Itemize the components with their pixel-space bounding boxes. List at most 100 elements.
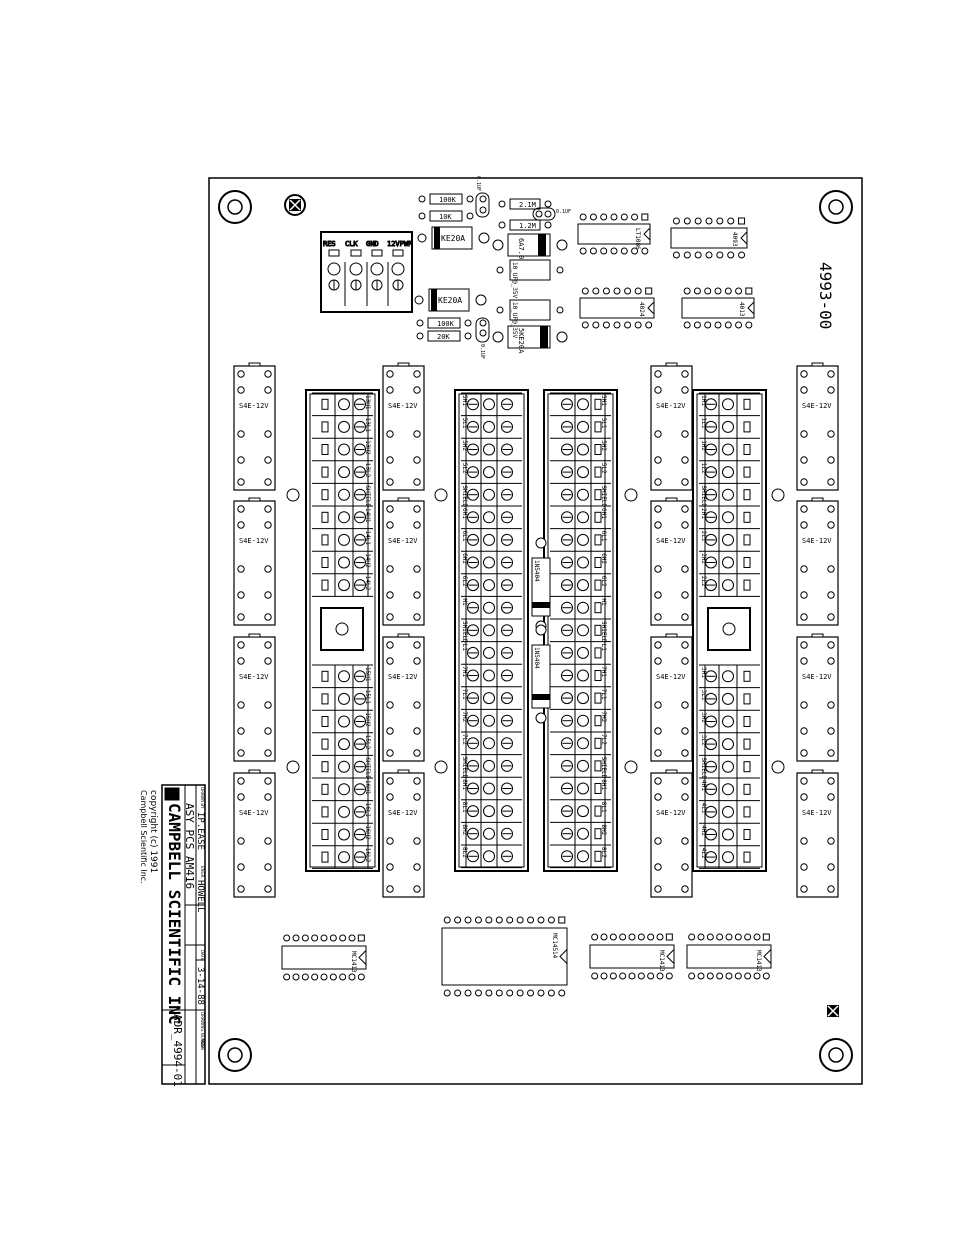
electrolytic-cap-2-label: 10_UF@_35V: [511, 302, 518, 339]
terminal-label: SHIELD: [600, 757, 607, 779]
terminal-label: 5H1: [600, 395, 607, 406]
relay-label: S4E-12V: [656, 809, 686, 817]
copyright-line-1: copyright (c) 1991: [148, 790, 158, 874]
tvs-diode-2-label: KE20A: [438, 296, 462, 305]
terminal-label: SHIELD: [700, 757, 707, 779]
resistor-1-2m: 1.2M: [498, 219, 552, 231]
ic-mc14514-label: MC14514: [551, 933, 558, 959]
drawing-number: ADR_4994-01: [171, 1014, 184, 1087]
designer: HOWELL: [195, 880, 205, 913]
relay: S4E-12V: [796, 769, 839, 898]
terminal-label: SHIELD: [461, 485, 468, 507]
terminal-label: 7L1: [461, 689, 468, 700]
relay: S4E-12V: [650, 769, 693, 898]
power-terminal-screw: [392, 279, 404, 291]
terminal-label: 2H1: [700, 508, 707, 519]
fiducial-marks: [284, 194, 839, 1017]
trim-pot: [320, 607, 364, 651]
power-diode-label: 1N5404: [533, 560, 540, 582]
terminal-label: 7H1: [600, 666, 607, 677]
zener-diode-label: 6A7.0A: [517, 238, 525, 264]
ic-4093-label: 4093: [731, 232, 738, 247]
terminal-blocks: 13H113L113H213L2SHIELD14H114L114H214L215…: [305, 389, 767, 872]
drawing-number-caption: DRAWING NUMBER: [200, 1012, 205, 1051]
ic-mc1413-b: MC1413: [589, 933, 675, 980]
electrolytic-cap-1-label: 10_UF@_35V: [511, 262, 518, 299]
terminal-block-a: 13H113L113H213L2SHIELD14H114L114H214L215…: [305, 389, 380, 872]
ic-4024-label: 4024: [638, 302, 645, 317]
relay-label: S4E-12V: [239, 402, 269, 410]
trim-pot: [707, 607, 751, 651]
terminal-label: 5H1: [461, 395, 468, 406]
terminal-label: L1: [461, 644, 468, 652]
terminal-label: 2L1: [700, 531, 707, 542]
relay: S4E-12V: [382, 497, 425, 626]
power-diode: 1N5404: [531, 624, 551, 724]
terminal-label: 5H2: [600, 440, 607, 451]
board-part-number: 4993-00: [816, 262, 835, 329]
terminal-label: 8H2: [600, 824, 607, 835]
small-cap-3-label: 0.1UF: [479, 344, 485, 359]
resistor-100k-b: 100K: [416, 317, 472, 329]
power-terminal-label: GND: [366, 240, 379, 248]
terminal-label: 6L2: [461, 576, 468, 587]
power-terminal-screw: [328, 279, 340, 291]
terminal-label: 8H1: [600, 779, 607, 790]
small-cap-1-label: 0.1UF: [475, 176, 481, 191]
terminal-label: 4L1: [700, 803, 707, 814]
ic-mc1413-a: MC1413: [281, 934, 367, 981]
company-name: CAMPBELL SCIENTIFIC INC: [165, 803, 184, 1025]
terminal-label: 2L2: [700, 576, 707, 587]
terminal-label: 4H1: [700, 780, 707, 791]
electrolytic-cap-1: 10_UF@_35V: [496, 259, 564, 299]
terminal-label: 3H1: [700, 667, 707, 678]
terminal-label: L1: [600, 644, 607, 652]
relay: S4E-12V: [650, 633, 693, 762]
resistor-10k: 10K: [418, 210, 474, 222]
relay: S4E-12V: [233, 362, 276, 491]
terminal-block-b: 5H15L15H25L2SHIELD6H16L16H26L2H1SHIELDL1…: [454, 389, 529, 872]
terminal-label: 7H2: [461, 711, 468, 722]
tvs-diode-1-label: KE20A: [441, 234, 465, 243]
terminal-block-c: 5H15L15H25L2SHIELD6H16L16H26L2H1SHIELDL1…: [543, 389, 618, 872]
terminal-label: 5H2: [461, 440, 468, 451]
resistor-100k-b-label: 100K: [437, 320, 455, 328]
terminal-label: 1H1: [700, 395, 707, 406]
terminal-label: 3L2: [700, 735, 707, 746]
date-value: 3-14-88: [195, 967, 205, 1005]
relay: S4E-12V: [233, 769, 276, 898]
relay-label: S4E-12V: [388, 402, 418, 410]
terminal-label: 4L2: [700, 848, 707, 859]
power-terminal-screw: [371, 279, 383, 291]
power-terminal-label: CLK: [345, 240, 358, 248]
resistor-2-1m-label: 2.1M: [519, 201, 536, 209]
power-terminal-screw: [350, 279, 362, 291]
terminal-label: 1L1: [700, 418, 707, 429]
electrolytic-cap-2: 10_UF@_35V: [496, 299, 564, 339]
terminal-label: 5L1: [600, 418, 607, 429]
resistor-20k: 20K: [416, 330, 472, 342]
ic-lt1086: LT1086: [577, 213, 651, 255]
relay-label: S4E-12V: [239, 673, 269, 681]
diodes: 1N5404 1N5404: [531, 537, 551, 724]
relay: S4E-12V: [796, 497, 839, 626]
relay-label: S4E-12V: [802, 537, 832, 545]
terminal-label: 1L2: [700, 463, 707, 474]
tvs-diode-3-label: 5KE20A: [517, 328, 525, 354]
board-outline: [208, 177, 863, 1085]
terminal-label: 8L2: [461, 847, 468, 858]
terminal-label: SHIELD: [461, 621, 468, 643]
title-block: [161, 784, 206, 1085]
side-holes: [286, 488, 785, 774]
ic-4024: 4024: [579, 287, 655, 329]
drawn-by: IP.EASE: [195, 812, 205, 850]
terminal-label: 6H2: [461, 553, 468, 564]
relays: S4E-12V S4E-12V S4E-12V S4E-12V S4E-12V S4E-1…: [233, 362, 839, 898]
relay-label: S4E-12V: [388, 809, 418, 817]
terminal-label: SHIELD: [600, 621, 607, 643]
terminal-label: 5L1: [461, 418, 468, 429]
